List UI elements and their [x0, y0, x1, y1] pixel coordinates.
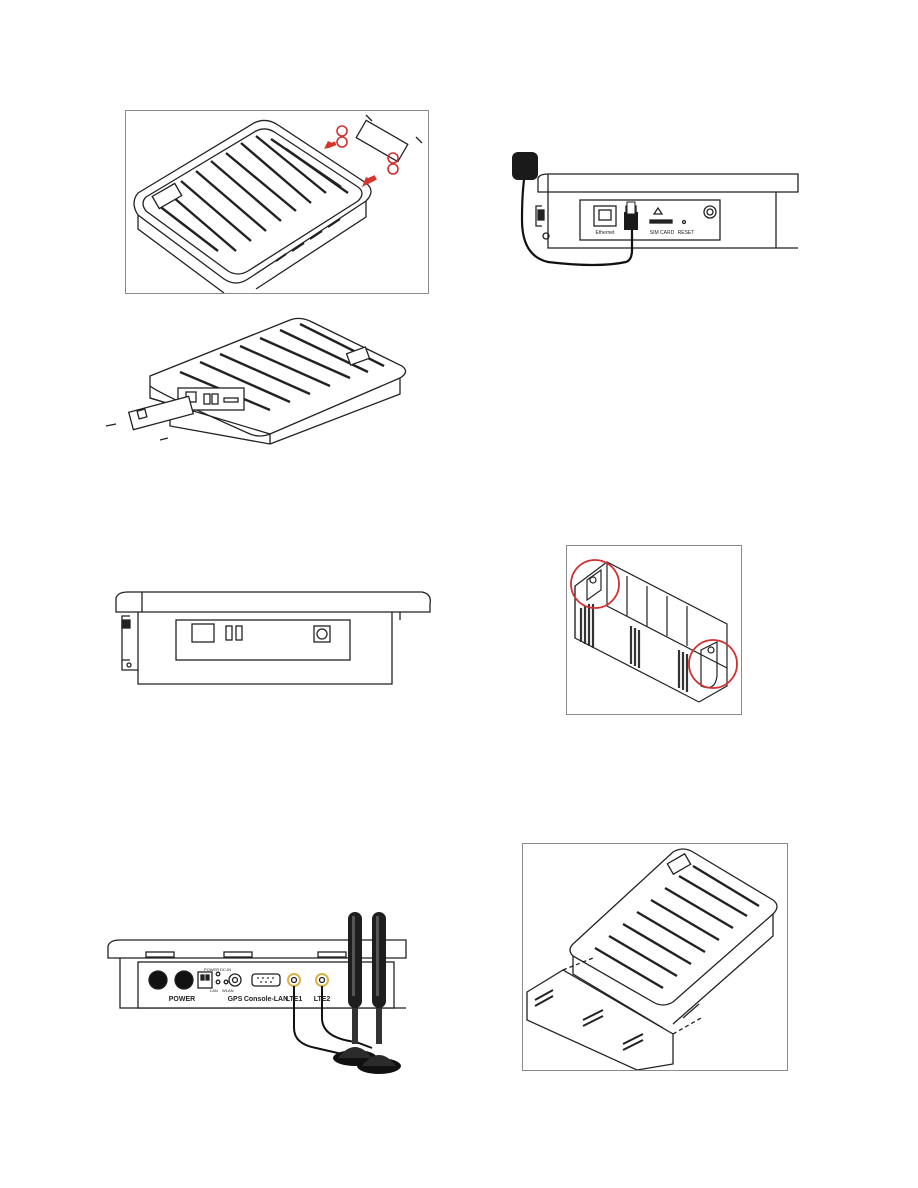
gps-usb-illustration: Ethernet SIM CARD RESET — [512, 152, 799, 267]
device-plate-illustration — [105, 317, 407, 445]
antenna-icon — [333, 912, 401, 1074]
label-console-lan: Console-LAN — [244, 996, 288, 1003]
figure-device-cover-removal — [125, 110, 429, 294]
label-power: POWER — [169, 996, 195, 1003]
label-sim-card: SIM CARD — [650, 230, 675, 236]
figure-gps-usb-connection: Ethernet SIM CARD RESET — [508, 150, 800, 270]
port-panel-illustration — [115, 591, 431, 685]
label-dc-in: DC-IN — [220, 967, 231, 972]
figure-device-plate-detached — [100, 316, 410, 458]
label-reset: RESET — [678, 230, 695, 236]
device-cover-illustration — [133, 114, 423, 293]
gps-receiver-icon — [512, 152, 638, 267]
figure-device-on-bracket — [522, 843, 788, 1071]
figure-antenna-connection: POWER GPS Console-LAN LTE1 LTE2 POWER DC… — [106, 908, 412, 1080]
label-power-small: POWER — [204, 967, 219, 972]
figure-mounting-bracket — [566, 545, 742, 715]
label-lan: LAN — [210, 988, 218, 993]
label-ethernet: Ethernet — [596, 230, 616, 236]
device-bracket-illustration — [526, 848, 778, 1070]
label-wlan: WLAN — [222, 988, 234, 993]
figure-port-panel-side — [108, 590, 434, 694]
label-gps: GPS — [228, 996, 243, 1003]
antenna-illustration: POWER GPS Console-LAN LTE1 LTE2 POWER DC… — [107, 912, 407, 1074]
bracket-illustration — [570, 559, 738, 703]
